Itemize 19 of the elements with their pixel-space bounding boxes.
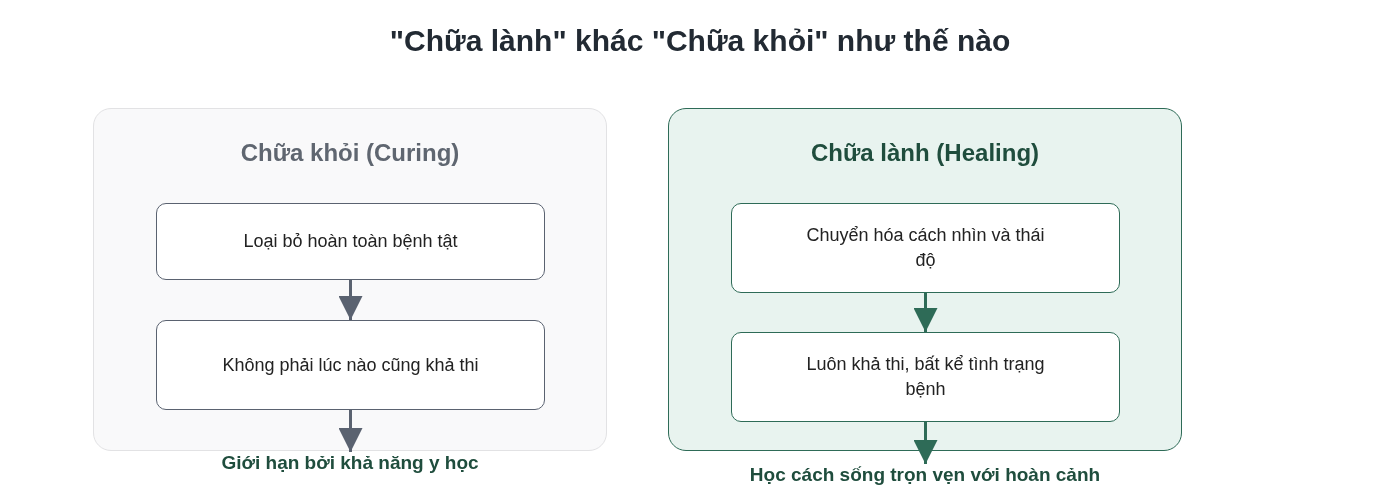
arrow: [913, 422, 938, 464]
box-text: Loại bỏ hoàn toàn bệnh tật: [243, 230, 458, 253]
process-box: [156, 203, 545, 280]
process-box: [731, 332, 1120, 422]
box-text: Không phải lúc nào cũng khả thi: [222, 353, 479, 377]
group-panel: [668, 108, 1182, 451]
panel-heading: Chữa khỏi (Curing): [239, 139, 461, 167]
arrow: [338, 280, 363, 320]
outcome-text: Học cách sống trọn vẹn với hoàn cảnh: [700, 464, 1150, 488]
arrow: [338, 410, 363, 452]
panel-heading: Chữa lành (Healing): [809, 139, 1041, 167]
group-panel: [93, 108, 607, 451]
box-text: Chuyển hóa cách nhìn và thái độ: [805, 224, 1046, 272]
diagram-title: "Chữa lành" khác "Chữa khỏi" như thế nào: [388, 24, 1012, 58]
arrow: [913, 293, 938, 332]
outcome-text: Giới hạn bởi khả năng y học: [150, 452, 550, 476]
process-box: [731, 203, 1120, 293]
box-text: Luôn khả thi, bất kể tình trạng bệnh: [805, 353, 1046, 401]
process-box: [156, 320, 545, 410]
